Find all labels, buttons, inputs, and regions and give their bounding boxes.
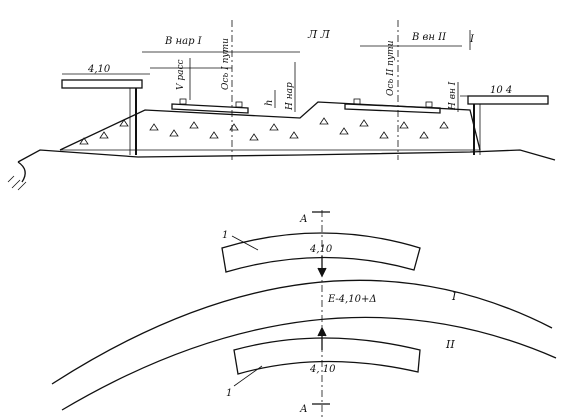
label-axis-2: Ось II пути <box>386 40 396 96</box>
label-dim-left: 4,10 <box>87 64 111 75</box>
label-edge-mark: I <box>469 34 475 45</box>
label-h-small: h <box>264 100 275 106</box>
ballast-stones <box>79 117 449 145</box>
label-platform-top: 1 <box>222 230 228 241</box>
track-2-superstructure <box>344 98 441 114</box>
right-platform <box>467 95 549 155</box>
label-formula: Е-4,10+Δ <box>327 294 377 305</box>
ground-line <box>17 149 556 163</box>
label-axis-1: Ось I пути <box>221 38 231 90</box>
plan-view: А А 4,10 4, 10 Е-4,10+Δ I II 1 1 <box>51 210 557 418</box>
cut-label-bottom: А <box>299 404 308 415</box>
left-platform <box>61 79 143 155</box>
label-track-2: II <box>445 338 455 351</box>
track-1-superstructure <box>171 98 249 114</box>
plan-dimension-arrows <box>317 256 327 350</box>
platform-bottom <box>233 337 421 375</box>
cut-label-top: А <box>299 214 308 225</box>
label-platform-bottom: 1 <box>226 388 232 399</box>
label-track-1: I <box>451 290 457 303</box>
label-dist-top: 4,10 <box>309 244 333 255</box>
label-h-inner: H вн I <box>448 81 458 111</box>
label-dist-bottom: 4, 10 <box>309 364 336 375</box>
ground-hatching <box>7 175 27 191</box>
cross-section: Л Л B нар I B вн II I V расс Ось I пути … <box>7 20 556 191</box>
label-dim-right: 10 4 <box>490 85 512 96</box>
ballast-prism <box>59 101 481 151</box>
track-2-line <box>61 316 557 411</box>
track-1-line <box>51 279 553 385</box>
label-h-outer: H нар <box>285 82 295 111</box>
dimension-lines <box>62 30 548 112</box>
label-top: Л Л <box>307 28 331 41</box>
label-width-inner: B вн II <box>411 32 447 43</box>
left-slope <box>17 161 26 183</box>
label-width-outer: B нар I <box>164 36 203 47</box>
platform-top <box>221 232 421 273</box>
label-v-rast: V расс <box>176 59 186 90</box>
